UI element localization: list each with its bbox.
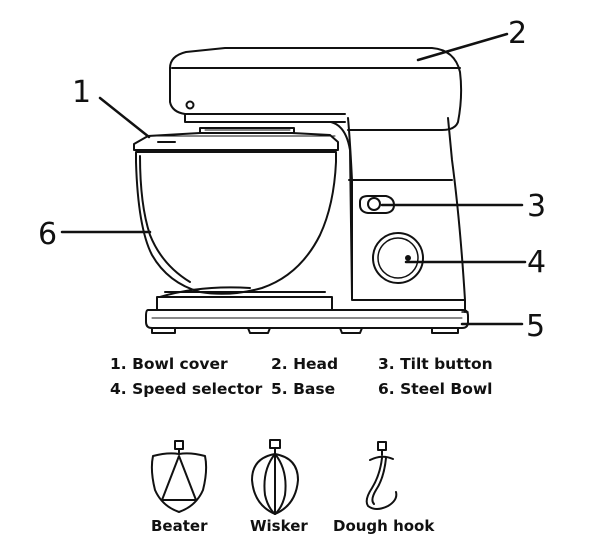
body-column [330,117,466,313]
legend-steel-bowl: 6. Steel Bowl [378,380,493,398]
leader-lines [60,32,527,326]
whisk-icon [251,439,299,515]
beater-icon [150,440,208,513]
callout-6: 6 [38,217,57,252]
bowl-cover [133,132,339,151]
legend-tilt-button: 3. Tilt button [378,355,493,373]
callout-2: 2 [508,16,527,51]
callout-1: 1 [72,75,91,110]
accessory-label-dough-hook: Dough hook [333,517,435,535]
legend-speed-selector: 4. Speed selector [110,380,263,398]
callout-3: 3 [527,189,546,224]
base [145,296,469,334]
callout-4: 4 [527,245,546,280]
dough-hook-icon [365,441,398,510]
legend-base: 5. Base [271,380,336,398]
legend-bowl-cover: 1. Bowl cover [110,355,228,373]
accessory-label-beater: Beater [151,517,208,535]
callout-5: 5 [526,309,545,344]
accessory-label-whisk: Wisker [250,517,308,535]
speed-selector [372,232,424,284]
steel-bowl [135,151,337,298]
legend-head: 2. Head [271,355,339,373]
